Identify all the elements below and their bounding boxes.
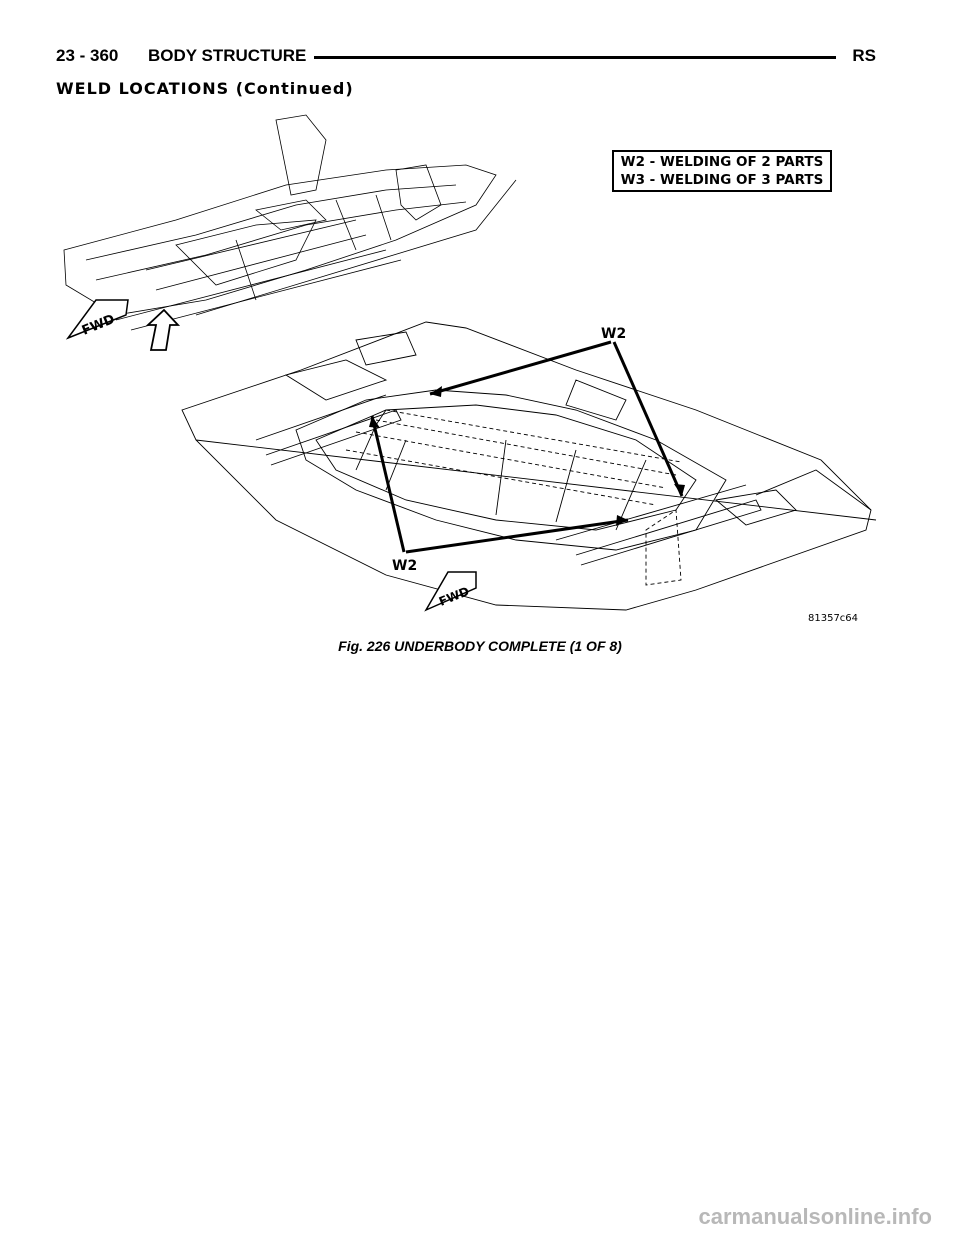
callout-w2-top: W2 <box>601 326 626 342</box>
underbody-figure: FWD FWD W2 <box>56 110 886 630</box>
weld-legend-box: W2 - WELDING OF 2 PARTS W3 - WELDING OF … <box>612 150 832 192</box>
underbody-floor-drawing <box>181 321 877 611</box>
legend-line-w3: W3 - WELDING OF 3 PARTS <box>620 172 824 188</box>
header-rule <box>256 56 836 59</box>
underbody-illustration: FWD FWD W2 <box>63 114 877 624</box>
manual-code: RS <box>844 46 876 66</box>
vehicle-overview-drawing <box>63 114 517 331</box>
section-title: BODY STRUCTURE <box>148 46 315 66</box>
fwd-arrow-bottom: FWD <box>424 571 477 612</box>
page-number: 23 - 360 <box>56 46 127 66</box>
figure-caption: Fig. 226 UNDERBODY COMPLETE (1 OF 8) <box>338 638 622 654</box>
image-code: 81357c64 <box>808 613 858 624</box>
callout-w2-bottom: W2 <box>392 558 417 574</box>
weld-callout-bottom: W2 <box>369 415 629 574</box>
up-arrow <box>145 308 181 351</box>
watermark: carmanualsonline.info <box>698 1204 933 1229</box>
legend-line-w2: W2 - WELDING OF 2 PARTS <box>620 154 824 170</box>
page-header: 23 - 360 BODY STRUCTURE RS <box>56 46 876 76</box>
section-subheading: WELD LOCATIONS (Continued) <box>56 79 354 98</box>
weld-callout-top: W2 <box>429 326 685 497</box>
